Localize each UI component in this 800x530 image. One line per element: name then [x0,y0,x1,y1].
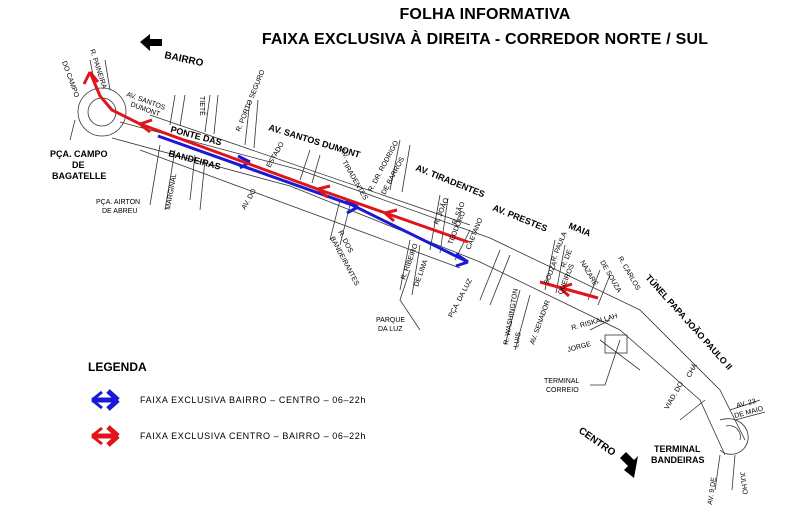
place-label: CORREIO [546,387,579,394]
place-label: DA LUZ [378,326,403,333]
street-label: AV. PRESTES [491,203,549,234]
street-label: AV. [338,148,349,160]
place-label: PÇA. AIRTON [96,199,140,206]
legend-title: LEGENDA [88,360,147,374]
street-label: AV. TIRADENTES [414,163,486,200]
place-label: DE ABREU [102,208,137,215]
place-label: BANDEIRAS [651,455,705,465]
street-label: AV. 9 DE [707,477,718,506]
street-label: JULHO [738,471,748,495]
legend-blue-arrow-icon [91,389,120,411]
street-label: NAZARÉ [578,259,600,288]
legend-item-red: FAIXA EXCLUSIVA CENTRO – BAIRRO – 06–22h [140,431,366,441]
street-label: VIAD. DO [664,380,686,411]
street-label: MARGINAL [165,173,178,210]
street-label: AV. 23 [736,398,757,410]
street-label: CHÁ [684,361,699,379]
street-label: AV. DO [241,187,259,211]
blue-lane-route [157,134,469,268]
street-network [69,59,766,491]
street-label: TIRADENTES [340,160,368,202]
bairro-arrow-icon [140,34,162,51]
direction-bairro-label: BAIRRO [163,50,204,69]
street-label: SOUZA [543,260,559,285]
place-label: PARQUE [376,317,405,324]
place-label: DE [72,160,85,170]
direction-centro-label: CENTRO [576,425,617,458]
street-label: DO CAMPO [60,60,80,99]
street-label: R. JOÃO [432,196,451,226]
legend-red-arrow-icon [91,425,120,447]
street-label: MAIA [567,221,593,239]
tunnel-label: TÚNEL PAPA JOÃO PAULO II [644,272,735,372]
legend-item-blue: FAIXA EXCLUSIVA BAIRRO – CENTRO – 06–22h [140,395,366,405]
street-label: AV. SENADOR [529,299,552,345]
map-title-line1: FOLHA INFORMATIVA [399,6,571,23]
place-label: PÇA. CAMPO [50,149,108,159]
street-label: PÇA. DA LUZ [448,277,475,319]
street-label: DE SOUZA [598,260,622,295]
map-title-line2: FAIXA EXCLUSIVA À DIREITA - CORREDOR NOR… [261,31,709,48]
street-label: R. PAINEIRA [88,48,107,90]
street-label: R. RISKALLAH [571,313,619,332]
red-lane-route [82,71,599,300]
place-label: TERMINAL [544,378,580,385]
street-label: LUIS [513,331,523,348]
street-label: R. PORTO SEGURO [235,69,266,133]
street-label: ESTADO [266,141,286,169]
centro-arrow-icon [620,452,638,478]
street-label: TIETÊ [198,96,207,116]
place-label: TERMINAL [654,444,701,454]
street-label: JORGE [567,341,592,354]
place-label: BAGATELLE [52,171,106,181]
